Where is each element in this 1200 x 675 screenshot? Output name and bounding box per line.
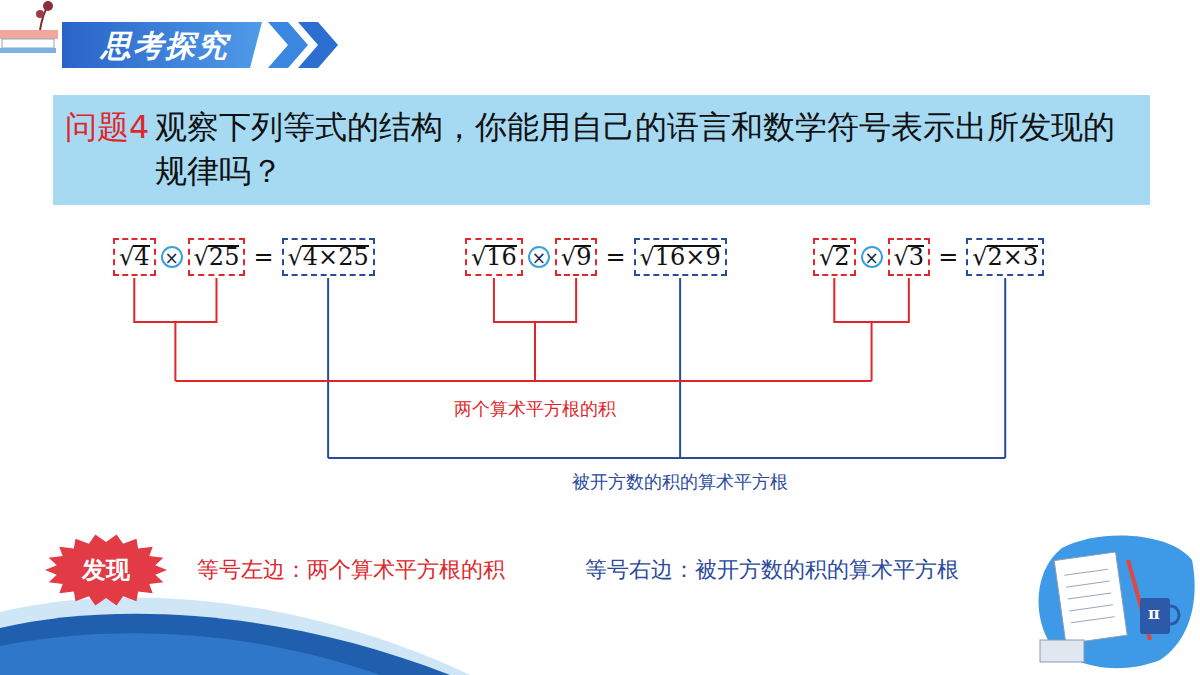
equals-sign: = [253,243,273,271]
node-text: √2 [819,243,850,271]
blob [1039,536,1195,669]
header-banner [62,22,262,68]
red-bracket [871,322,873,381]
red-bracket [175,380,871,382]
notebook-line [1068,593,1112,599]
blue-dashed-box: √2×3 [966,238,1044,276]
node-text: √16×9 [640,243,721,271]
radical-overline [833,245,849,247]
study-illustration [1039,536,1195,669]
blue-dashed-box: √16×9 [634,238,727,276]
node-text: √4×25 [288,243,369,271]
radical-overline [302,245,369,247]
node-text: 思考探究 [101,26,229,67]
blue-dashed-box: √4×25 [282,238,375,276]
red-dashed-box: √2 [813,238,856,276]
wave [0,614,450,675]
notebook-page [1054,552,1127,644]
radical-overline [575,245,591,247]
node-text: × [864,248,878,268]
blue-bracket [328,457,1005,459]
equals-sign: = [938,243,958,271]
finding-text: 等号右边：被开方数的积的算术平方根 [585,555,959,585]
cup-handle [1170,606,1179,624]
radical-overline [133,245,149,247]
red-bracket [494,278,576,322]
cup [1140,598,1170,634]
red-dashed-box: √16 [465,238,523,276]
starburst-badge: 发现 [44,533,168,607]
red-dashed-box: √3 [888,238,931,276]
book [0,30,58,39]
node-text: × [532,248,546,268]
red-bracket [834,278,909,322]
question-box: 问题4观察下列等式的结构，你能用自己的语言和数学符号表示出所发现的规律吗？ [53,95,1150,205]
red-dashed-box: √9 [555,238,598,276]
notebook [1054,552,1127,644]
notebook-line [1066,581,1110,587]
node-text: √4 [119,243,150,271]
notebook-line [1069,605,1113,611]
times-circle: × [861,246,883,268]
wave [0,597,470,675]
blue-bracket [679,278,681,458]
notebook-line [1064,569,1108,575]
bracket-label: 被开方数的积的算术平方根 [572,470,788,494]
calculator [1040,640,1084,662]
node-text: √2×3 [972,243,1038,271]
book [0,48,56,53]
notebook-line [1071,617,1115,623]
node-text: √25 [194,243,240,271]
times-circle: × [528,246,550,268]
chevron [298,22,338,68]
bracket-label: 两个算术平方根的积 [454,397,616,421]
node-text: 观察下列等式的结构，你能用自己的语言和数学符号表示出所发现的规律吗？ [155,105,1136,193]
node-text: √9 [561,243,592,271]
blue-bracket [327,278,329,458]
wave [0,633,380,675]
blue-bracket [1004,278,1006,458]
node-text: × [164,248,178,268]
node-text: 发现 [82,554,130,586]
radical-overline [908,245,924,247]
red-bracket [134,278,216,322]
red-dashed-box: √25 [188,238,246,276]
flower [36,10,44,18]
header-banner-box: 思考探究 [75,24,255,68]
flower [43,1,53,11]
radical-overline [654,245,721,247]
radical-overline [208,245,240,247]
starburst-shape [45,535,167,606]
book-icon [0,1,58,53]
radical-overline [987,245,1039,247]
node-text: √3 [894,243,925,271]
radical-overline [485,245,517,247]
node-text: √16 [471,243,517,271]
book [2,39,54,48]
red-dashed-box: √4 [113,238,156,276]
chevron [268,22,308,68]
question-number: 问题4 [65,105,149,149]
times-circle: × [161,246,183,268]
finding-text: 等号左边：两个算术平方根的积 [197,555,505,585]
cup-symbol: π [1148,604,1160,623]
red-bracket [534,322,536,381]
red-bracket [174,322,176,381]
equals-sign: = [605,243,625,271]
